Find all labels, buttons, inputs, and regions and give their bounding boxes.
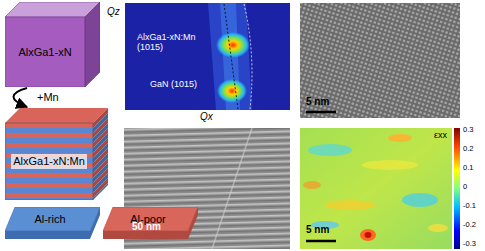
- colorbar-tick: -0.1: [463, 202, 476, 210]
- colorbar-tick: 0: [463, 183, 467, 191]
- scale-label: 5 nm: [306, 224, 329, 235]
- purple-cube: AlxGa1-xN: [5, 2, 100, 87]
- peak-label: AlxGa1-xN:Mn (1015): [137, 33, 209, 53]
- colorbar-tick: 0.1: [463, 164, 473, 172]
- scale-label: 5 nm: [306, 96, 329, 107]
- colorbar-tick: 0.2: [463, 145, 473, 153]
- al-rich-slab: Al-rich: [5, 207, 100, 239]
- node-label: AlxGa1-xN:Mn: [11, 154, 87, 168]
- node-label: Al-rich: [34, 213, 65, 225]
- text-area: Al-rich: [5, 207, 95, 231]
- colorbar-tick: -0.3: [463, 240, 476, 248]
- layered-cube: AlxGa1-xN:Mn: [5, 108, 108, 200]
- axis-label: Qz: [107, 6, 120, 17]
- shape-outline: [5, 2, 100, 87]
- peak-label: GaN (1015): [150, 80, 210, 90]
- colorbar-tick: -0.2: [463, 221, 476, 229]
- strain-symbol: εxx: [434, 131, 447, 141]
- axis-label: Qx: [200, 111, 213, 122]
- colorbar-tick: 0.3: [463, 126, 473, 134]
- scale-label: 50 nm: [132, 221, 161, 232]
- edge-label: +Mn: [37, 91, 59, 103]
- text-area: AlxGa1-xN: [5, 17, 85, 87]
- text-area: AlxGa1-xN:Mn: [5, 123, 93, 200]
- curved-arrow: [14, 88, 28, 107]
- node-label: AlxGa1-xN: [18, 46, 71, 58]
